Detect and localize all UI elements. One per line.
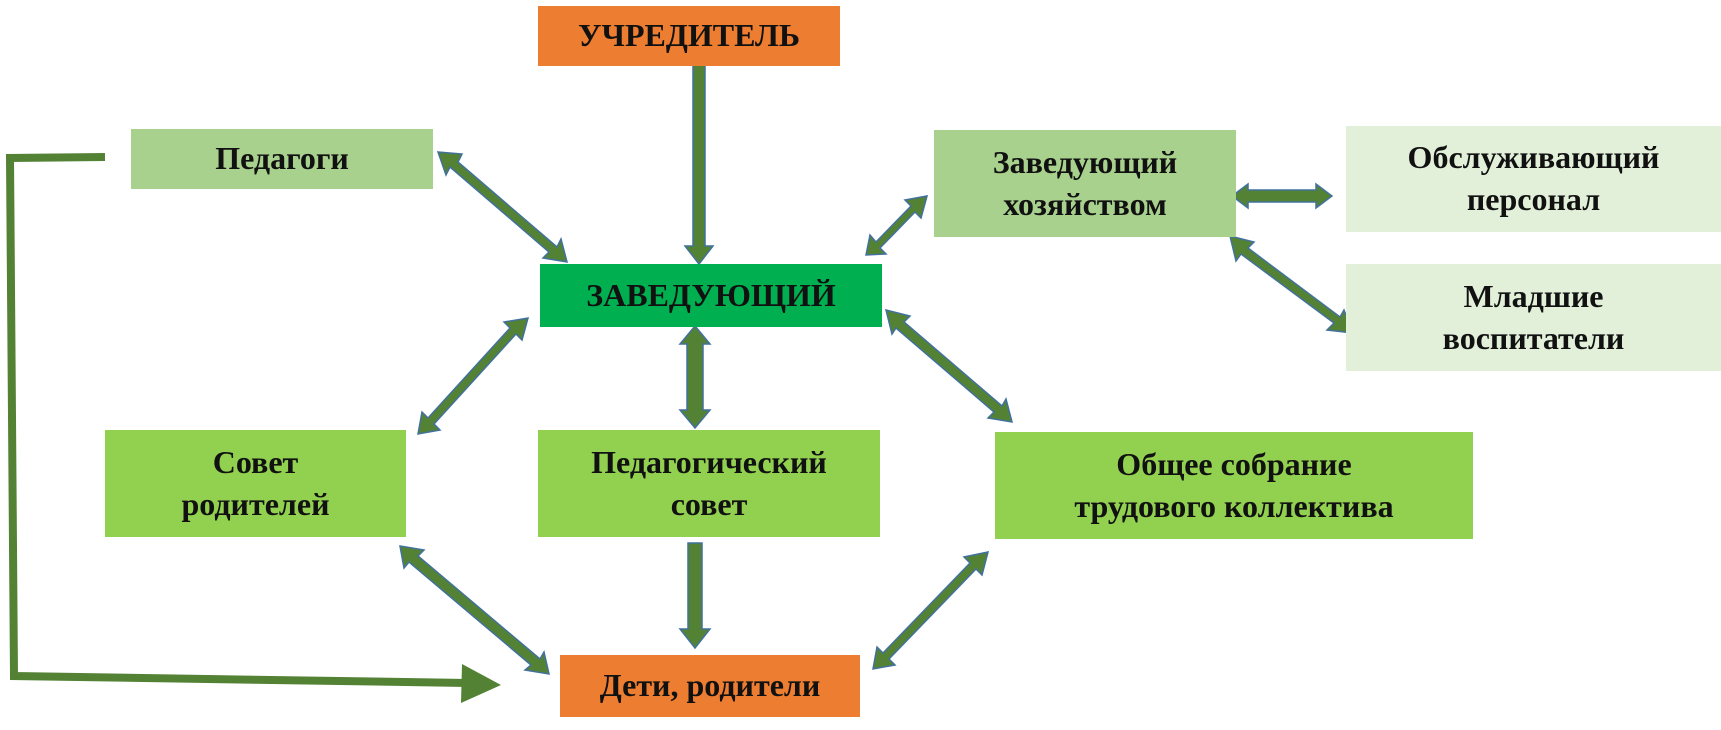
arrow-parents-council-children <box>399 545 550 675</box>
node-junior-educators-label: Младшие воспитатели <box>1442 277 1625 356</box>
node-founder-label: УЧРЕДИТЕЛЬ <box>577 17 801 54</box>
node-head-label: ЗАВЕДУЮЩИЙ <box>586 276 836 313</box>
node-junior-educators: Младшие воспитатели <box>1346 264 1721 371</box>
node-head: ЗАВЕДУЮЩИЙ <box>540 264 882 327</box>
arrow-founder-to-head <box>683 64 715 266</box>
node-ped-council: Педагогический совет <box>538 430 880 537</box>
node-general-meeting: Общее собрание трудового коллектива <box>995 432 1473 539</box>
node-general-meeting-label: Общее собрание трудового коллектива <box>1074 445 1394 524</box>
node-housekeeping: Заведующий хозяйством <box>934 130 1236 237</box>
arrow-head-parents-council <box>417 317 530 435</box>
arrowhead-teachers-to-children <box>461 664 501 703</box>
node-children-parents-label: Дети, родители <box>599 667 821 704</box>
node-housekeeping-label: Заведующий хозяйством <box>992 143 1178 222</box>
node-teachers: Педагоги <box>131 129 433 189</box>
node-children-parents: Дети, родители <box>560 655 860 717</box>
line-teachers-left-bracket <box>5 153 469 687</box>
node-ped-council-label: Педагогический совет <box>591 443 827 522</box>
arrow-head-ped-council <box>678 324 712 430</box>
arrow-housekeeping-junior <box>1228 234 1355 334</box>
arrow-ped-council-to-children <box>678 542 712 650</box>
node-service-staff-label: Обслуживающий персонал <box>1407 139 1660 217</box>
arrow-general-meeting-children <box>872 551 990 670</box>
node-service-staff: Обслуживающий персонал <box>1346 126 1721 232</box>
node-parents-council: Совет родителей <box>105 430 406 537</box>
node-teachers-label: Педагоги <box>215 140 349 177</box>
arrow-teachers-head <box>436 151 569 263</box>
node-parents-council-label: Совет родителей <box>181 443 330 522</box>
arrow-housekeeping-service <box>1230 182 1334 210</box>
arrow-housekeeping-head <box>865 195 929 256</box>
node-founder: УЧРЕДИТЕЛЬ <box>538 6 840 66</box>
arrow-head-general-meeting <box>884 308 1014 423</box>
